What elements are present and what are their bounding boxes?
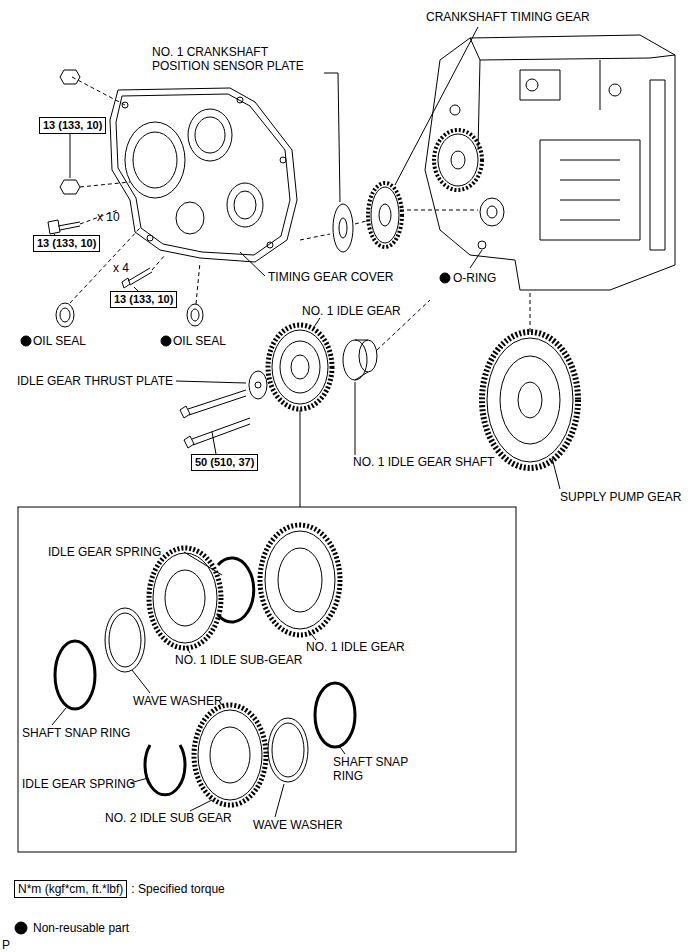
torque-value: 13 (133, 10): [37, 237, 96, 249]
torque-value: 50 (510, 37): [195, 456, 254, 468]
legend-text: : Specified torque: [131, 882, 224, 896]
part-label: OIL SEAL: [173, 334, 226, 348]
legend-text: Non-reusable part: [33, 921, 129, 935]
quantity-label: x 4: [113, 261, 129, 275]
part-label: NO. 1 IDLE SUB-GEAR: [175, 653, 302, 667]
part-label: SHAFT SNAP RING: [22, 726, 130, 740]
part-label: NO. 1 IDLE GEAR: [306, 640, 405, 654]
torque-value: N*m (kgf*cm, ft.*lbf): [18, 882, 123, 896]
legend-box: N*m (kgf*cm, ft.*lbf): [14, 880, 127, 898]
torque-spec: 50 (510, 37): [191, 454, 258, 471]
part-label: IDLE GEAR THRUST PLATE: [17, 374, 173, 388]
part-label: NO. 1 IDLE GEAR: [302, 304, 401, 318]
torque-spec: 13 (133, 10): [110, 291, 177, 308]
part-label: TIMING GEAR COVER: [268, 270, 393, 284]
part-label: OIL SEAL: [33, 334, 86, 348]
torque-spec: 13 (133, 10): [39, 117, 106, 134]
part-label: NO. 1 IDLE GEAR SHAFT: [353, 455, 494, 469]
part-label: CRANKSHAFT TIMING GEAR: [426, 10, 590, 24]
part-label: IDLE GEAR SPRING: [22, 777, 135, 791]
quantity-label: x 10: [97, 210, 120, 224]
part-label: NO. 2 IDLE SUB GEAR: [105, 811, 232, 825]
part-label: WAVE WASHER: [253, 818, 343, 832]
part-label: IDLE GEAR SPRING: [48, 545, 161, 559]
torque-value: 13 (133, 10): [114, 293, 173, 305]
part-label: SUPPLY PUMP GEAR: [560, 490, 681, 504]
part-label: O-RING: [453, 271, 496, 285]
torque-value: 13 (133, 10): [43, 119, 102, 131]
part-label: NO. 1 CRANKSHAFT POSITION SENSOR PLATE: [152, 45, 322, 73]
part-label: SHAFT SNAP RING: [333, 755, 415, 783]
part-label: WAVE WASHER: [133, 694, 223, 708]
page-code: P: [2, 938, 10, 952]
torque-spec: 13 (133, 10): [33, 235, 100, 252]
